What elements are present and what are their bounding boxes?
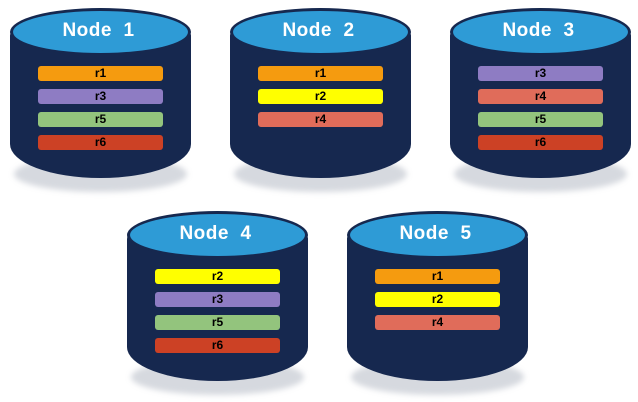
shard-bar-r6[interactable]: r6 — [38, 135, 163, 150]
shard-bar-r2[interactable]: r2 — [258, 89, 383, 104]
shard-bar-r6[interactable]: r6 — [155, 338, 280, 353]
shard-list: r1 r2 r4 — [375, 269, 500, 338]
shard-bar-r4[interactable]: r4 — [478, 89, 603, 104]
node-title: Node 3 — [502, 20, 575, 41]
shard-bar-r5[interactable]: r5 — [38, 112, 163, 127]
shard-bar-r6[interactable]: r6 — [478, 135, 603, 150]
database-node-3[interactable]: Node 3 r3 r4 r5 r6 — [448, 6, 633, 192]
shard-bar-r4[interactable]: r4 — [258, 112, 383, 127]
node-title: Node 1 — [62, 20, 135, 41]
node-cylinder-top — [230, 8, 411, 56]
node-title: Node 2 — [282, 20, 355, 41]
shard-bar-r5[interactable]: r5 — [155, 315, 280, 330]
database-node-1[interactable]: Node 1 r1 r3 r5 r6 — [8, 6, 193, 192]
shard-list: r1 r2 r4 — [258, 66, 383, 135]
node-title: Node 4 — [179, 223, 252, 244]
database-node-2[interactable]: Node 2 r1 r2 r4 — [228, 6, 413, 192]
shard-bar-r3[interactable]: r3 — [155, 292, 280, 307]
shard-bar-r1[interactable]: r1 — [258, 66, 383, 81]
node-cylinder-top — [450, 8, 631, 56]
shard-bar-r2[interactable]: r2 — [155, 269, 280, 284]
shard-list: r3 r4 r5 r6 — [478, 66, 603, 158]
node-cylinder-top — [347, 211, 528, 259]
shard-bar-r3[interactable]: r3 — [38, 89, 163, 104]
node-title: Node 5 — [399, 223, 472, 244]
shard-bar-r5[interactable]: r5 — [478, 112, 603, 127]
node-cylinder-top — [127, 211, 308, 259]
shard-bar-r1[interactable]: r1 — [38, 66, 163, 81]
shard-bar-r3[interactable]: r3 — [478, 66, 603, 81]
shard-list: r2 r3 r5 r6 — [155, 269, 280, 361]
database-node-4[interactable]: Node 4 r2 r3 r5 r6 — [125, 209, 310, 395]
shard-list: r1 r3 r5 r6 — [38, 66, 163, 158]
shard-bar-r4[interactable]: r4 — [375, 315, 500, 330]
database-node-5[interactable]: Node 5 r1 r2 r4 — [345, 209, 530, 395]
shard-bar-r2[interactable]: r2 — [375, 292, 500, 307]
node-cylinder-top — [10, 8, 191, 56]
shard-bar-r1[interactable]: r1 — [375, 269, 500, 284]
